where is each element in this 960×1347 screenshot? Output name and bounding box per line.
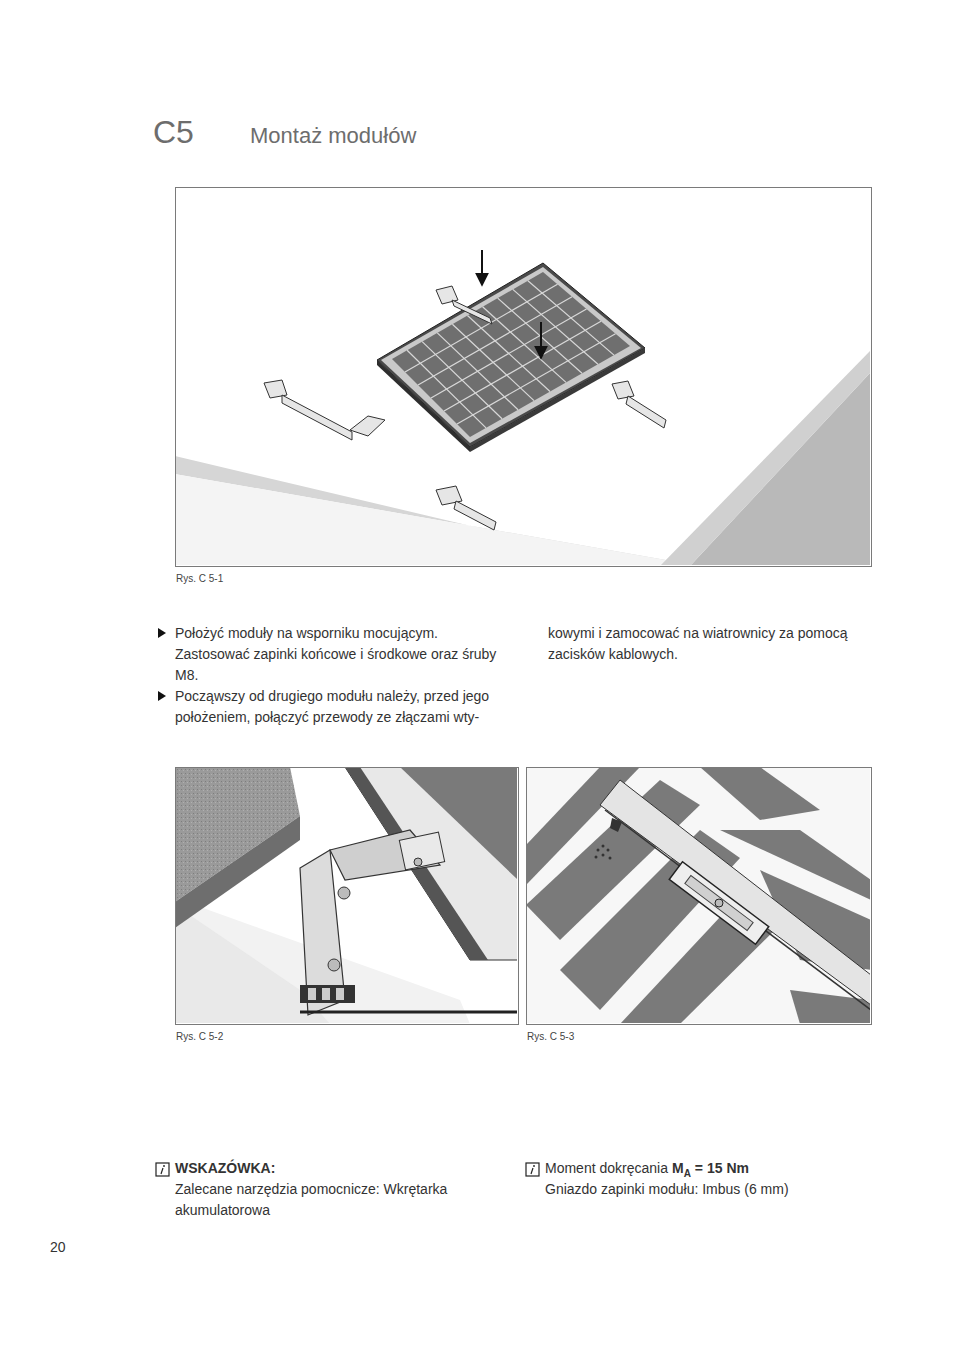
section-number: C5 xyxy=(153,113,194,151)
torque-symbol: M xyxy=(672,1160,684,1176)
figure-frame: Rys. C 5-3 xyxy=(526,767,872,1025)
instruction-text: kowymi i zamocować na wiatrownicy za pom… xyxy=(548,623,878,665)
torque-note: Moment dokręcaniaMA = 15 Nm xyxy=(545,1158,749,1184)
instruction-text: Położyć moduły na wsporniku mocującym. Z… xyxy=(175,623,505,686)
note-text: Gniazdo zapinki modułu: Imbus (6 mm) xyxy=(545,1179,875,1200)
figure-caption: Rys. C 5-3 xyxy=(527,1031,574,1042)
page-number: 20 xyxy=(50,1237,66,1258)
figure-clamp-detail xyxy=(527,768,870,1023)
figure-frame: Rys. C 5-1 xyxy=(175,187,872,567)
instruction-text: Począwszy od drugiego modułu należy, prz… xyxy=(175,686,510,728)
figure-frame: Rys. C 5-2 xyxy=(175,767,519,1025)
figure-caption: Rys. C 5-2 xyxy=(176,1031,223,1042)
page-title: Montaż modułów xyxy=(250,122,416,150)
note-heading: WSKAZÓWKA: xyxy=(175,1158,275,1179)
bullet-markers xyxy=(158,628,166,701)
figure-caption: Rys. C 5-1 xyxy=(176,573,223,584)
note-text: Moment dokręcania xyxy=(545,1160,668,1176)
torque-subscript: A xyxy=(684,1168,691,1179)
figure-bracket-detail xyxy=(176,768,517,1023)
figure-roof-mounting xyxy=(176,250,870,565)
torque-value: = 15 Nm xyxy=(695,1160,749,1176)
note-text: Zalecane narzędzia pomocnicze: Wkrętarka… xyxy=(175,1179,510,1221)
